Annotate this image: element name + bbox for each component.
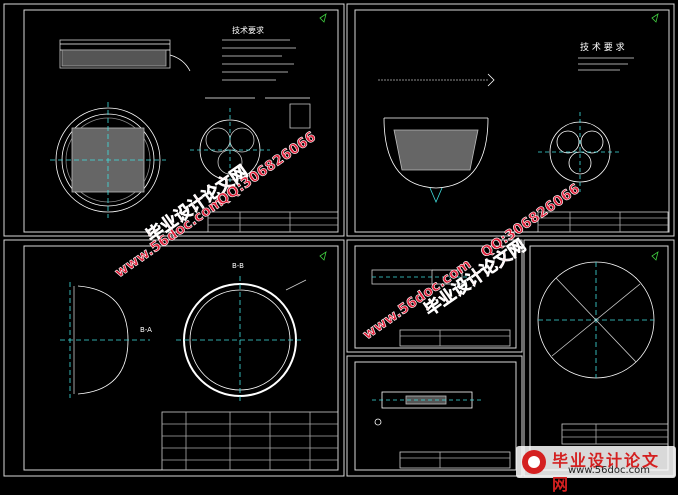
sheet-title-top-right: 技 术 要 求 bbox=[580, 41, 625, 53]
sheet-title-top-left: 技术要求 bbox=[232, 25, 264, 35]
sheet-top-left bbox=[50, 13, 339, 233]
sheet-frames bbox=[3, 3, 675, 477]
cad-drawing-canvas: 技术要求 技 术 要 求 B-B B-A bbox=[3, 3, 675, 477]
label-section-ba: B-A bbox=[140, 326, 152, 334]
label-section-bb: B-B bbox=[232, 262, 244, 270]
logo-text-url: www.56doc.com bbox=[568, 465, 651, 476]
sheet-mid-small-top bbox=[371, 269, 511, 347]
sheet-top-right bbox=[378, 13, 669, 233]
logo-mark-icon bbox=[522, 450, 546, 474]
sheet-bottom-small bbox=[372, 391, 511, 469]
site-logo: 毕业设计论文网 www.56doc.com bbox=[516, 446, 676, 494]
sheet-mid-left bbox=[60, 251, 339, 471]
sheet-right bbox=[537, 251, 669, 445]
